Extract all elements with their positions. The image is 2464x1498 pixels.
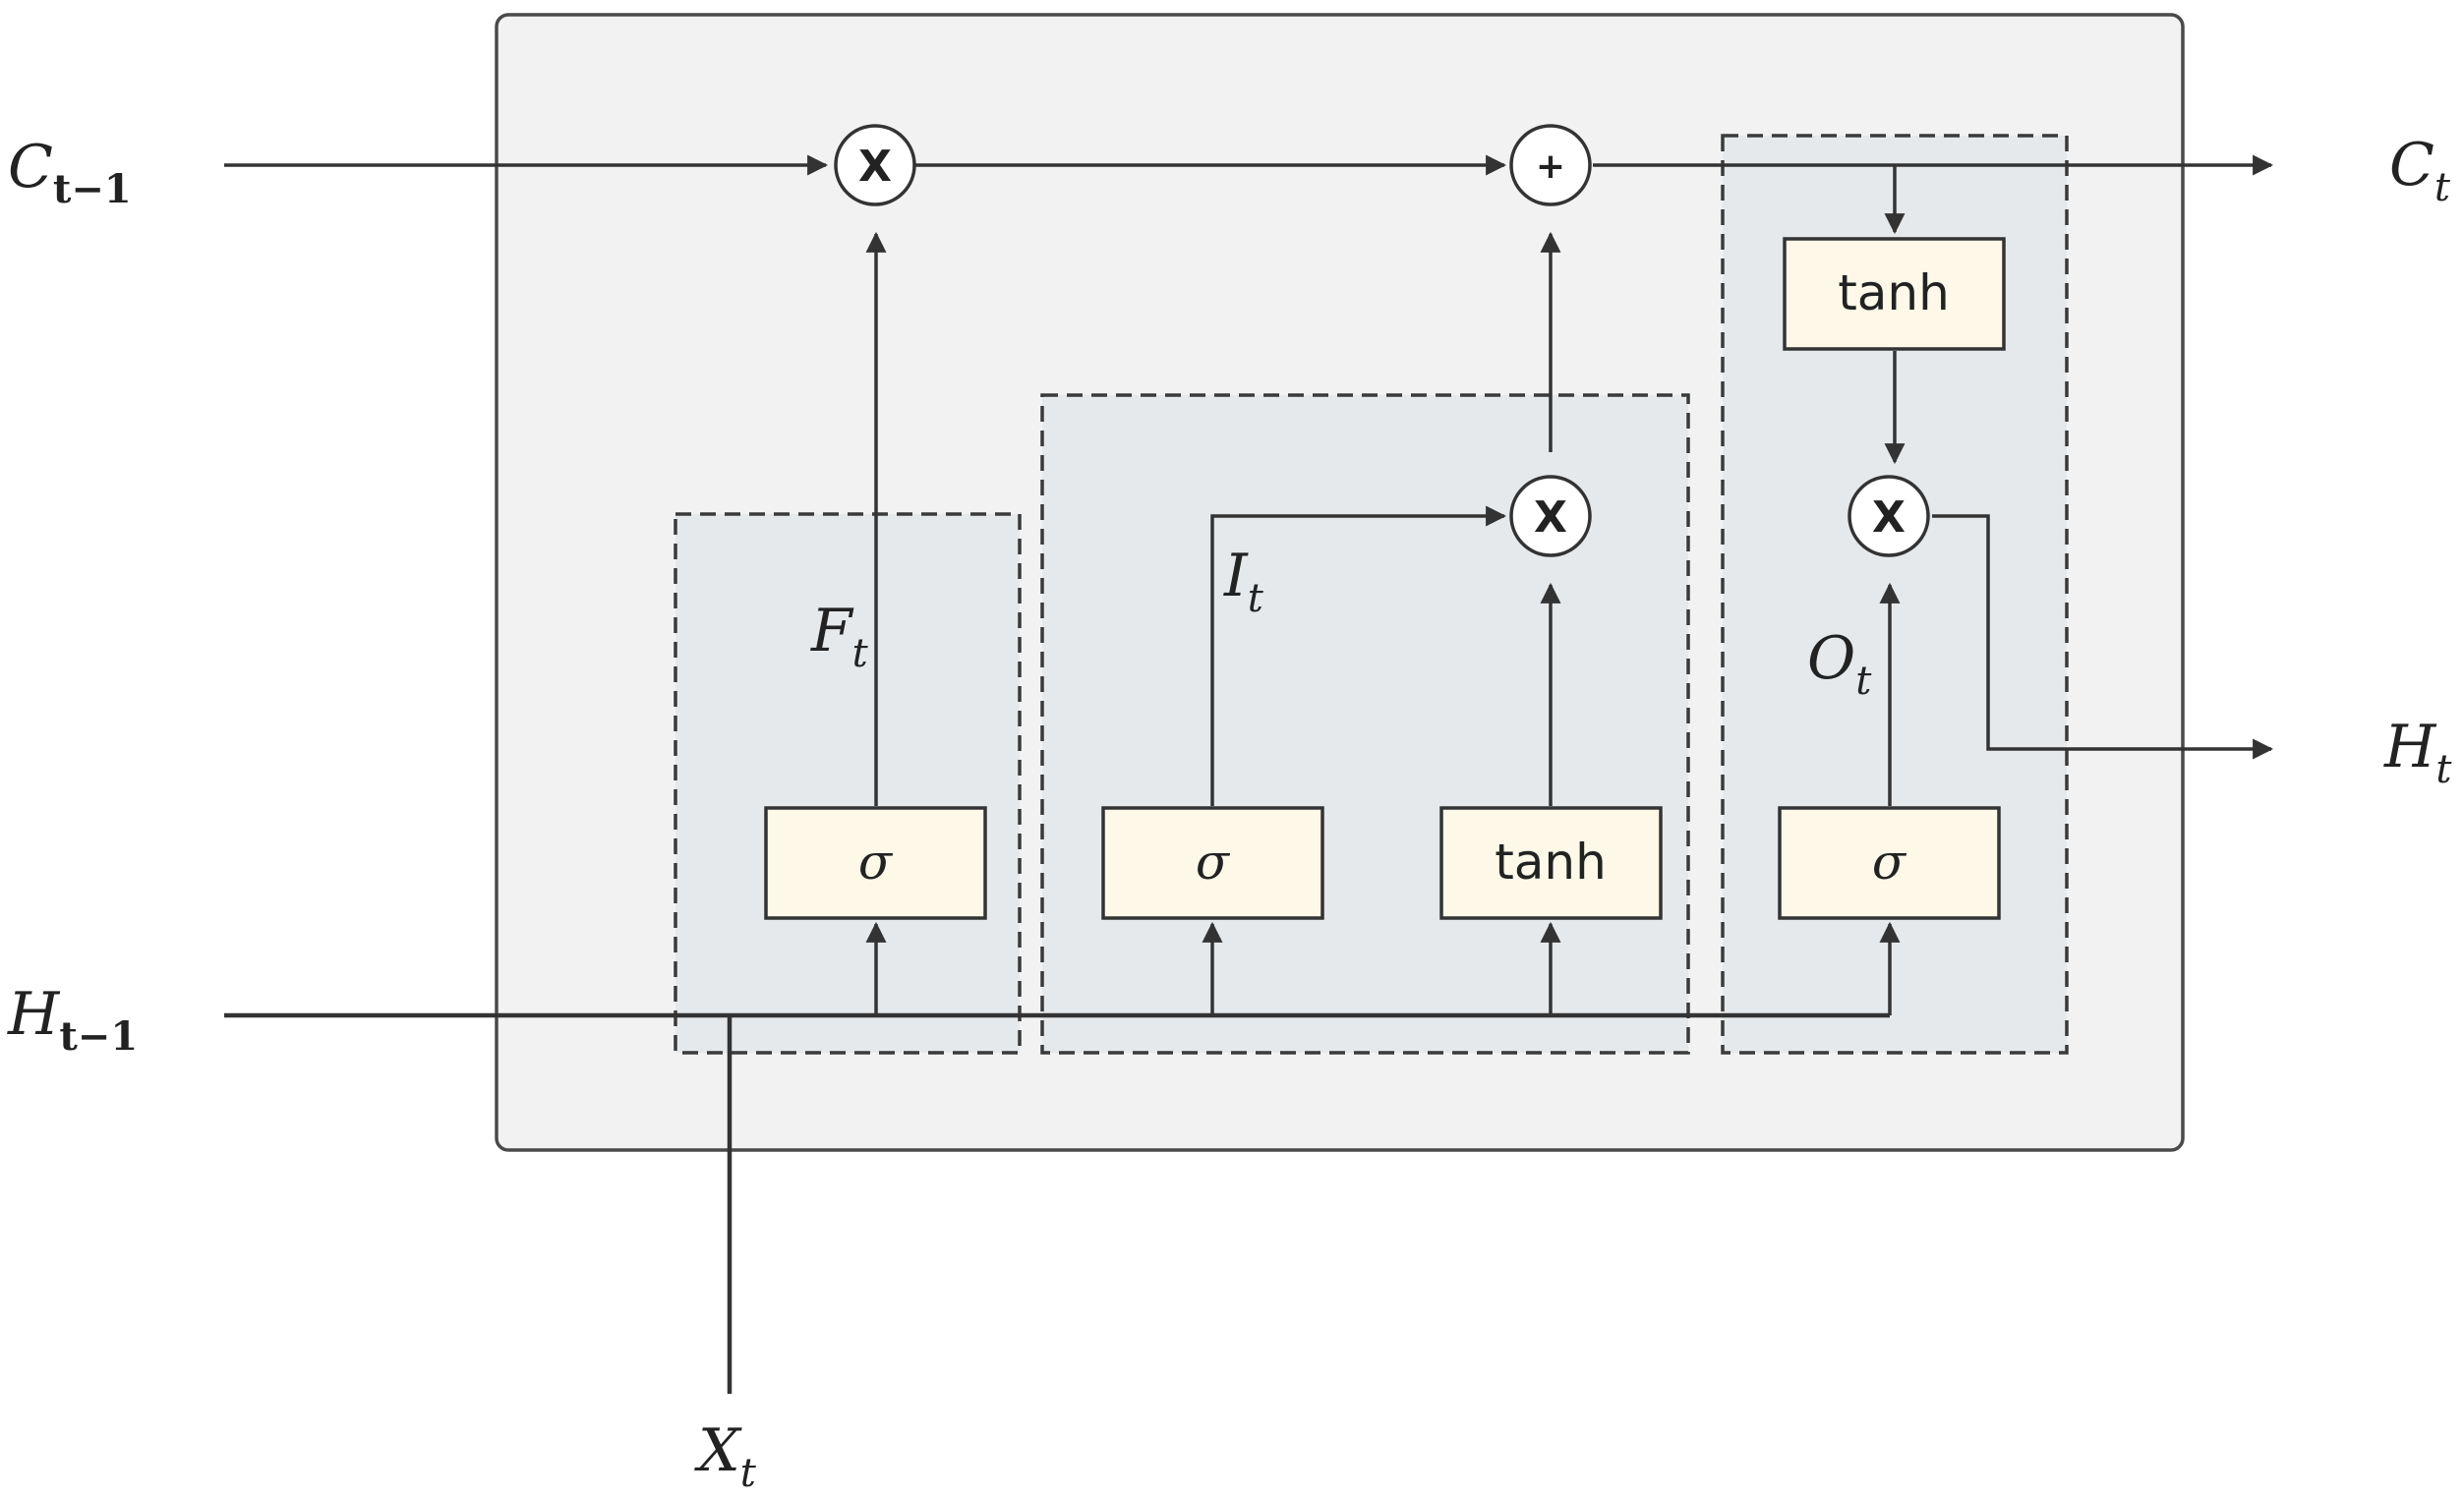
h-prev-label: Ht−1 [7,980,138,1060]
input-sigma-label: σ [1196,834,1231,891]
forget-multiply-node: X [834,124,916,206]
cell-add-node: + [1509,124,1592,206]
input-multiply-node: X [1509,475,1592,557]
cell-add-symbol: + [1536,146,1565,187]
output-gate-label: Ot [1807,624,1872,704]
h-out-label: Ht [2383,713,2452,792]
forget-gate-region [674,512,1022,1055]
forget-gate-label: Ft [810,597,869,676]
candidate-tanh-label: tanh [1495,834,1607,891]
input-sigma-to-mul-wire [1210,505,1507,806]
input-gate-region [1040,393,1690,1055]
input-gate-label: It [1223,542,1264,621]
forget-sigma-label: σ [858,834,894,891]
forget-sigma-box: σ [764,806,987,920]
output-multiply-symbol: X [1872,492,1906,543]
candidate-tanh-box: tanh [1439,806,1663,920]
output-sigma-label: σ [1872,834,1907,891]
c-out-label: Ct [2389,131,2451,210]
x-in-label: Xt [694,1416,757,1496]
forget-multiply-symbol: X [858,142,892,192]
cell-tanh-label: tanh [1838,264,1950,321]
output-multiply-node: X [1848,475,1930,557]
output-to-hidden-wire [1932,514,2274,760]
c-prev-label: Ct−1 [8,133,132,212]
output-sigma-box: σ [1778,806,2001,920]
input-sigma-box: σ [1101,806,1324,920]
input-multiply-symbol: X [1534,492,1567,543]
cell-tanh-box: tanh [1783,237,2006,351]
